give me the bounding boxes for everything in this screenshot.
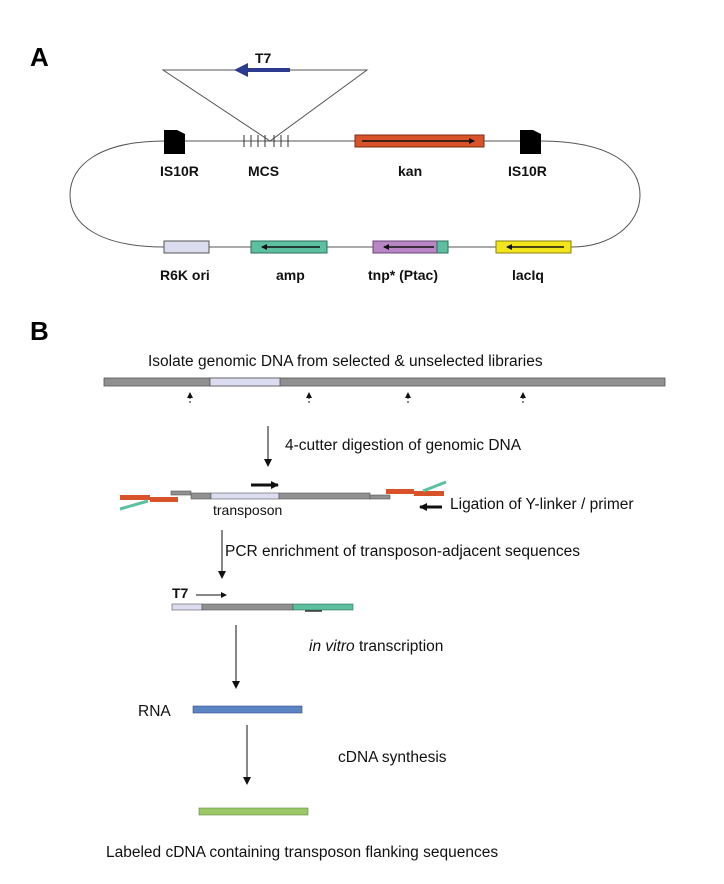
transposon-label: transposon	[213, 502, 282, 518]
cut-site-arrows	[187, 392, 526, 403]
r6k-ori-label: R6K ori	[160, 267, 210, 283]
r6k-ori-element	[163, 240, 210, 254]
mcs-sites	[243, 135, 289, 147]
pcr-product-genomic	[201, 603, 294, 611]
step-cdna-text: cDNA synthesis	[338, 749, 447, 766]
y-linker-right	[386, 480, 447, 496]
panel-b-label: B	[30, 316, 49, 346]
is10r-left-element	[164, 130, 185, 154]
kan-label: kan	[398, 163, 422, 179]
mcs-insert-triangle	[161, 69, 369, 142]
step-pcr-text: PCR enrichment of transposon-adjacent se…	[225, 543, 580, 560]
final-product-text: Labeled cDNA containing transposon flank…	[106, 844, 498, 861]
step-ivt-text: in vitro transcription	[309, 638, 443, 655]
rna-label: RNA	[138, 703, 171, 720]
fragment-left-flank	[190, 492, 212, 500]
t7-promoter-arrow-head	[234, 63, 248, 77]
genomic-dna-bar	[103, 377, 666, 387]
rna-bar	[192, 705, 303, 714]
panel-a-label: A	[30, 42, 49, 72]
step-ligation-text: Ligation of Y-linker / primer	[450, 496, 634, 513]
pcr-product-linker	[292, 603, 354, 611]
genomic-transposon-segment	[209, 377, 281, 387]
fragment-right-flank	[278, 492, 371, 500]
y-linker-left	[119, 495, 178, 511]
laciq-label: lacIq	[512, 267, 544, 283]
tnp-label: tnp* (Ptac)	[368, 267, 438, 283]
cdna-bar	[198, 807, 309, 816]
fragment-transposon	[210, 492, 280, 500]
amp-label: amp	[276, 267, 305, 283]
is10r-right-element	[520, 130, 541, 154]
pcr-t7-label: T7	[172, 585, 189, 601]
plasmid-right-arc	[539, 140, 641, 248]
is10r-left-label: IS10R	[160, 163, 199, 179]
t7-label: T7	[255, 50, 272, 66]
step-ivt-italic: in vitro	[309, 638, 355, 655]
ptac-promoter	[436, 240, 449, 254]
step-isolate-text: Isolate genomic DNA from selected & unse…	[148, 353, 543, 370]
mcs-label: MCS	[248, 163, 279, 179]
plasmid-left-arc	[69, 140, 166, 248]
step-ivt-rest: transcription	[355, 638, 444, 655]
step-digest-text: 4-cutter digestion of genomic DNA	[285, 437, 522, 454]
fragment-left-stub	[170, 490, 192, 496]
pcr-product-transposon	[171, 603, 203, 611]
fragment-right-stub	[369, 494, 391, 500]
is10r-right-label: IS10R	[508, 163, 547, 179]
